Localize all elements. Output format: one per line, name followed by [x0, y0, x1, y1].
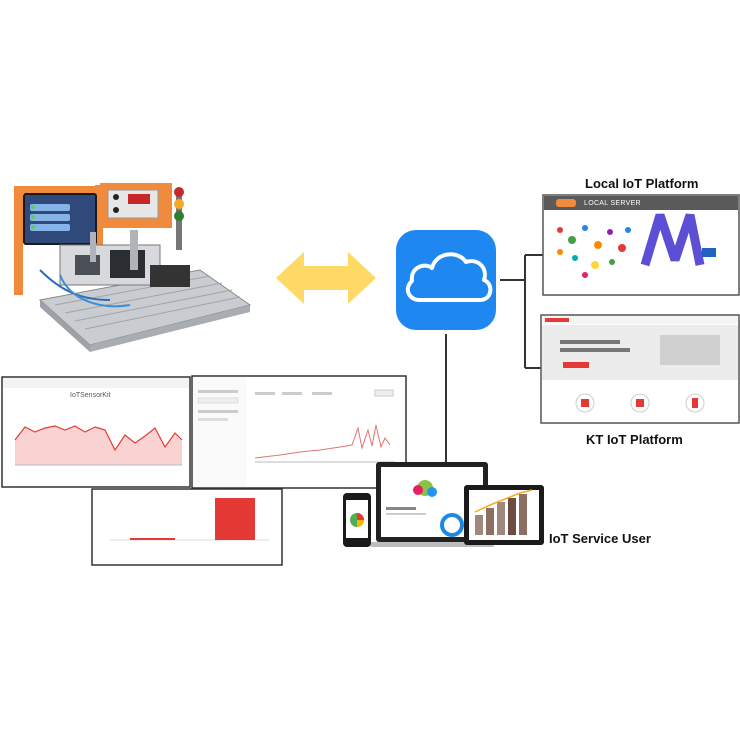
double-arrow-icon [276, 252, 376, 304]
service-devices [343, 462, 544, 547]
kt-platform-screen [540, 314, 740, 424]
dashboard-line-chart-panel [1, 376, 191, 488]
local-iot-platform-label: Local IoT Platform [585, 176, 699, 191]
cloud-icon [396, 230, 496, 330]
local-server-title: LOCAL SERVER [584, 200, 641, 207]
connectors [445, 254, 543, 462]
kt-iot-platform-label: KT IoT Platform [586, 432, 683, 447]
local-platform-screen [542, 194, 740, 296]
dashboard-widget-panel [191, 375, 407, 489]
dashboard-chart-title: IoTSensorKit [70, 392, 111, 399]
iot-service-user-label: IoT Service User [549, 531, 651, 546]
iot-trainer-machine [14, 183, 252, 352]
dashboard-bar-chart-panel [91, 488, 283, 566]
